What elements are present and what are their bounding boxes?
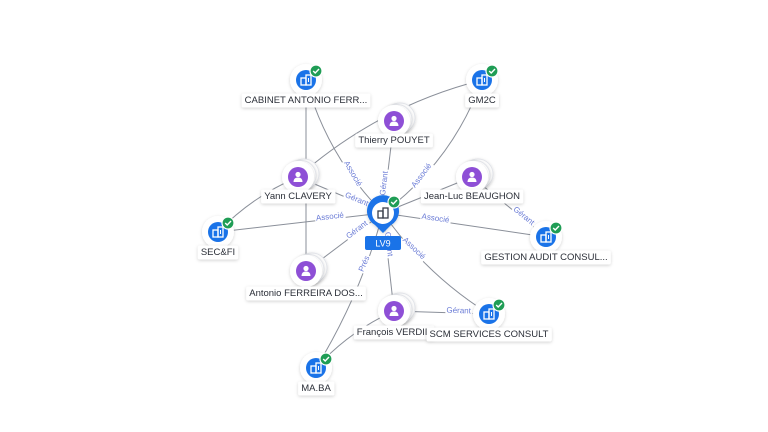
center-node[interactable]: LV9	[365, 195, 401, 250]
building-icon	[310, 362, 322, 374]
building-icon	[540, 231, 552, 243]
person-icon	[301, 265, 311, 276]
building-icon	[483, 308, 495, 320]
node-label-cabinet: CABINET ANTONIO FERR...	[245, 95, 368, 106]
node-label-francois: François VERDIE	[357, 327, 431, 338]
person-icon	[467, 171, 477, 182]
node-francois[interactable]: François VERDIE	[353, 292, 435, 340]
node-label-scm: SCM SERVICES CONSULT	[430, 329, 549, 340]
node-cabinet[interactable]: CABINET ANTONIO FERR...	[241, 64, 371, 108]
node-antonio[interactable]: Antonio FERREIRA DOS...	[246, 252, 366, 301]
verified-check-icon	[492, 298, 506, 312]
verified-check-icon	[485, 64, 499, 78]
verified-check-icon	[549, 221, 563, 235]
node-scm[interactable]: SCM SERVICES CONSULT	[426, 298, 552, 342]
edge-line	[382, 212, 490, 315]
node-gestion[interactable]: GESTION AUDIT CONSUL...	[481, 221, 611, 265]
building-icon	[212, 226, 224, 238]
node-label-antonio: Antonio FERREIRA DOS...	[249, 288, 363, 299]
node-label-gestion: GESTION AUDIT CONSUL...	[484, 252, 607, 263]
node-label-secfi: SEC&FI	[201, 247, 235, 258]
node-maba[interactable]: MA.BA	[298, 352, 335, 396]
edge-label: Prés	[357, 254, 372, 273]
edge-label: Gérant	[344, 190, 371, 208]
node-label-thierry: Thierry POUYET	[358, 135, 429, 146]
node-yann[interactable]: Yann CLAVERY	[261, 158, 336, 204]
node-label-maba: MA.BA	[301, 383, 331, 394]
edge-label: Associé	[401, 235, 428, 261]
edge-label: Associé	[421, 212, 451, 225]
edge-label: Associé	[342, 159, 364, 188]
node-label-yann: Yann CLAVERY	[264, 191, 332, 202]
person-icon	[293, 171, 303, 182]
node-thierry[interactable]: Thierry POUYET	[355, 102, 433, 148]
node-secfi[interactable]: SEC&FI	[197, 216, 239, 260]
center-label-bg	[365, 236, 401, 250]
node-gm2c[interactable]: GM2C	[465, 64, 499, 108]
center-label: LV9	[375, 239, 390, 249]
edge-label: Gérant	[446, 306, 472, 316]
verified-check-icon	[387, 195, 401, 209]
edge-line	[217, 212, 384, 233]
edge-label: Associé	[315, 210, 344, 222]
node-label-gm2c: GM2C	[468, 95, 496, 106]
node-label-jeanluc: Jean-Luc BEAUGHON	[424, 191, 520, 202]
nodes-layer: CABINET ANTONIO FERR... GM2C Thierry POUYE…	[197, 64, 611, 396]
building-icon	[377, 207, 389, 219]
building-icon	[476, 74, 488, 86]
person-icon	[389, 305, 399, 316]
verified-check-icon	[319, 352, 333, 366]
edge-label: Gérant	[378, 170, 390, 196]
building-icon	[300, 74, 312, 86]
edge-line	[382, 212, 547, 238]
verified-check-icon	[221, 216, 235, 230]
edge-label: Associé	[409, 161, 433, 189]
node-jeanluc[interactable]: Jean-Luc BEAUGHON	[420, 158, 524, 204]
person-icon	[389, 115, 399, 126]
verified-check-icon	[309, 64, 323, 78]
